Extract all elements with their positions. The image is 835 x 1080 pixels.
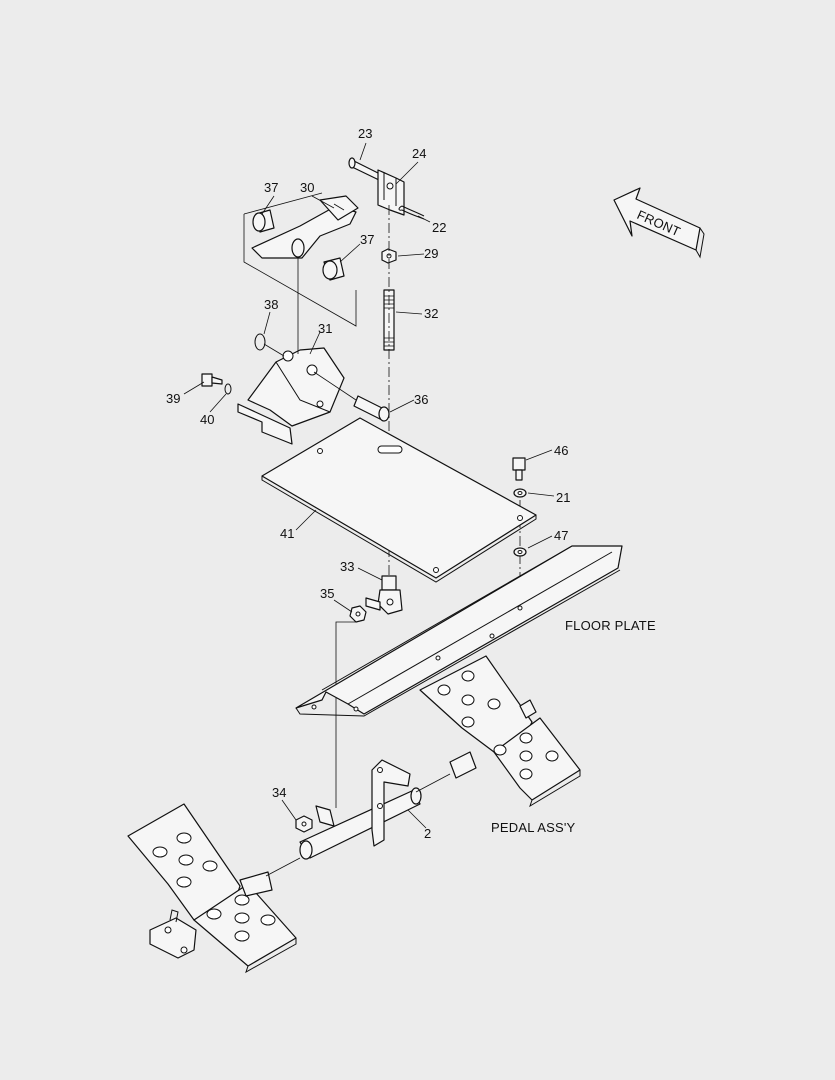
part-36-pin	[353, 395, 390, 422]
callout-2: 2	[424, 826, 431, 841]
callout-36: 36	[414, 392, 428, 407]
pedal-left	[127, 803, 297, 974]
callout-32: 32	[424, 306, 438, 321]
part-38-ring	[254, 333, 266, 351]
part-47-washer	[513, 547, 527, 557]
callout-34: 34	[272, 785, 286, 800]
pedal-shaft	[299, 759, 422, 860]
callout-46: 46	[554, 443, 568, 458]
part-37-bushing-a	[252, 209, 275, 233]
callout-23: 23	[358, 126, 372, 141]
callout-29: 29	[424, 246, 438, 261]
part-37-bushing-b	[322, 257, 345, 281]
guide-line-ring	[263, 343, 285, 357]
front-arrow: FRONT	[613, 187, 705, 259]
guide-line-shaft-right	[415, 773, 451, 793]
callout-21: 21	[556, 490, 570, 505]
pedal-right	[419, 655, 581, 808]
callout-40: 40	[200, 412, 214, 427]
callout-22: 22	[432, 220, 446, 235]
callout-24: 24	[412, 146, 426, 161]
part-37-bushing-c	[291, 238, 305, 258]
part-21-washer	[513, 488, 527, 498]
callout-31: 31	[318, 321, 332, 336]
part-23-pin	[348, 157, 383, 181]
floor-plate-label: FLOOR PLATE	[565, 618, 656, 633]
part-24-clevis	[377, 169, 405, 216]
callout-37a: 37	[264, 180, 278, 195]
part-31-bracket	[237, 347, 345, 445]
part-39-bolt	[201, 373, 223, 387]
part-40-washer	[224, 383, 232, 395]
floor-plate	[295, 545, 623, 717]
callout-numbers: 23 24 37 30 22 37 29 38 32 31 39 40 36 4…	[166, 126, 570, 841]
part-46-bolt	[512, 457, 526, 481]
callout-39: 39	[166, 391, 180, 406]
part-34-nut	[295, 815, 313, 833]
guide-line-shaft-left	[265, 857, 301, 877]
part-30-pedal-arm	[251, 195, 359, 259]
callout-37b: 37	[360, 232, 374, 247]
callout-30: 30	[300, 180, 314, 195]
callout-38: 38	[264, 297, 278, 312]
part-35-nut	[349, 605, 367, 623]
leader-lines	[183, 142, 555, 829]
callout-33: 33	[340, 559, 354, 574]
callout-35: 35	[320, 586, 334, 601]
part-33-rod-end	[365, 575, 403, 615]
guide-line-linkage	[335, 621, 356, 808]
guide-line-pin	[313, 371, 357, 401]
pedal-arm-bracket-lines	[243, 192, 357, 327]
callout-47: 47	[554, 528, 568, 543]
pedal-assy-label: PEDAL ASS'Y	[491, 820, 576, 835]
callout-41: 41	[280, 526, 294, 541]
part-41-cover-plate	[261, 417, 537, 583]
